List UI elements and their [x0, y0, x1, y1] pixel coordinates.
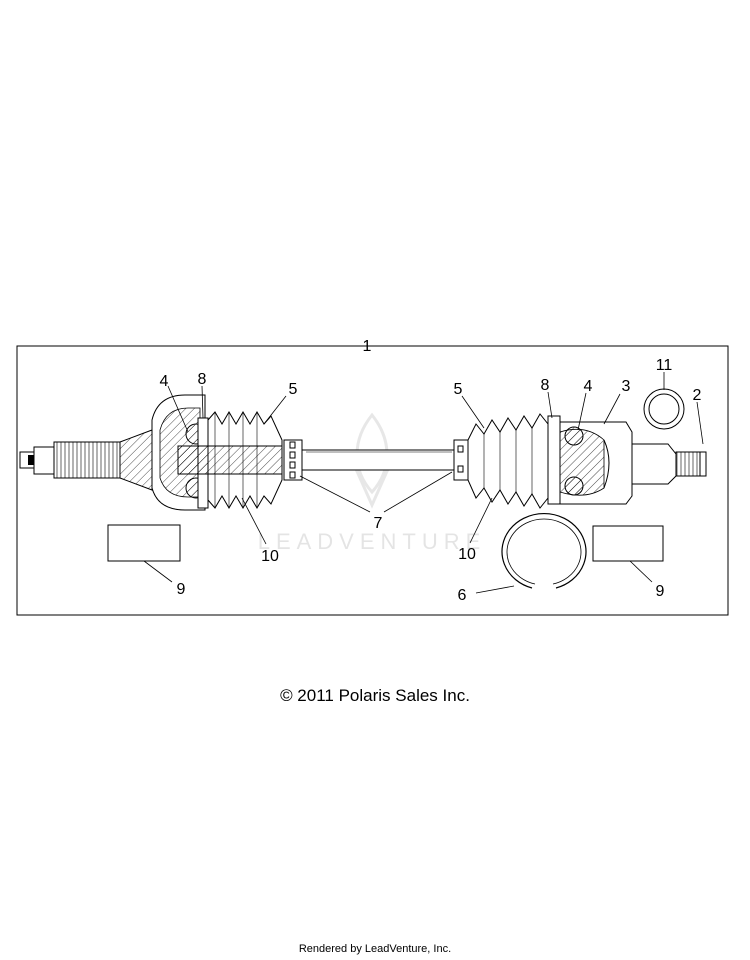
callout-4-right: 4 [584, 378, 593, 395]
right-cv-housing [559, 421, 633, 505]
label-box-left [107, 524, 181, 562]
right-boot [467, 413, 549, 509]
rendered-by-credit: Rendered by LeadVenture, Inc. [298, 943, 452, 955]
callout-2: 2 [693, 387, 702, 404]
callout-8-left: 8 [198, 371, 207, 388]
callout-7: 7 [374, 515, 383, 532]
assembly-frame [16, 345, 729, 616]
right-stub-shaft [631, 443, 707, 485]
callout-3: 3 [622, 378, 631, 395]
callout-labels: 1 4 8 5 10 9 7 5 10 8 4 3 11 2 6 9 [160, 338, 702, 604]
callout-10-right: 10 [458, 546, 476, 563]
callout-4-left: 4 [160, 373, 169, 390]
callout-9-right: 9 [656, 583, 665, 600]
left-boot [177, 411, 283, 509]
callout-8-right: 8 [541, 377, 550, 394]
left-stub-shaft [19, 429, 153, 491]
label-box-right [592, 525, 664, 562]
callout-5-left: 5 [289, 381, 298, 398]
axle-bar [301, 449, 457, 471]
right-band-clamp [547, 415, 561, 505]
callout-5-right: 5 [454, 381, 463, 398]
callout-11: 11 [656, 357, 673, 374]
right-boot-clamp [453, 439, 469, 481]
circlip-ring [501, 513, 587, 589]
callout-10-left: 10 [261, 548, 279, 565]
copyright-notice: © 2011 Polaris Sales Inc. [280, 686, 470, 705]
o-ring [643, 388, 685, 430]
leadventure-watermark: LEADVENTURE [258, 412, 487, 554]
callout-1: 1 [363, 338, 372, 355]
callout-9-left: 9 [177, 581, 186, 598]
callout-6: 6 [458, 587, 467, 604]
watermark-text: LEADVENTURE [258, 529, 487, 554]
leader-lines [143, 345, 704, 594]
left-boot-clamp [283, 439, 303, 481]
